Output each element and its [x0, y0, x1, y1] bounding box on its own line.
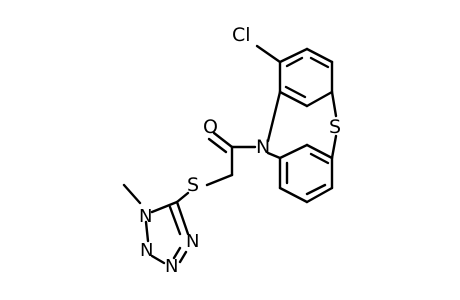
- bond: [278, 143, 309, 160]
- atom-label-ring-sulfur: S: [329, 116, 341, 138]
- atom-label-thioether-sulfur: S: [187, 174, 199, 196]
- bond: [150, 254, 166, 265]
- bond: [305, 47, 334, 64]
- bond: [207, 137, 228, 154]
- atom-label-tetrazole-n4: N: [186, 231, 199, 252]
- bond: [330, 134, 338, 160]
- atom-label-tetrazole-n2: N: [140, 240, 153, 261]
- bond: [305, 186, 334, 204]
- bond: [144, 220, 150, 243]
- bond: [150, 200, 179, 214]
- atom-label-oxygen: O: [203, 116, 218, 138]
- bond: [205, 173, 234, 187]
- bond: [266, 151, 282, 160]
- atom-label-ring-nitrogen: N: [256, 136, 270, 158]
- bonds: [122, 44, 338, 265]
- bond: [309, 152, 330, 165]
- bond: [175, 191, 190, 204]
- atom-label-chlorine: Cl: [232, 24, 251, 46]
- bond: [284, 85, 307, 99]
- bond: [278, 90, 309, 108]
- bond: [255, 44, 282, 64]
- bond: [305, 143, 334, 160]
- bond: [285, 56, 304, 68]
- bond: [122, 183, 142, 205]
- bond: [178, 250, 188, 264]
- bond: [305, 90, 334, 108]
- bond: [175, 200, 190, 236]
- bond: [309, 56, 330, 69]
- bond: [330, 90, 338, 118]
- atom-labels: Cl S N O S N N N N: [139, 24, 341, 277]
- bond: [278, 186, 309, 204]
- bond: [212, 131, 234, 149]
- bond: [168, 205, 182, 236]
- atom-label-tetrazole-n3: N: [165, 256, 178, 277]
- bond: [172, 246, 182, 260]
- bond: [278, 47, 309, 64]
- atom-label-tetrazole-n1: N: [139, 206, 152, 227]
- bond: [305, 183, 327, 196]
- bond: [266, 90, 282, 143]
